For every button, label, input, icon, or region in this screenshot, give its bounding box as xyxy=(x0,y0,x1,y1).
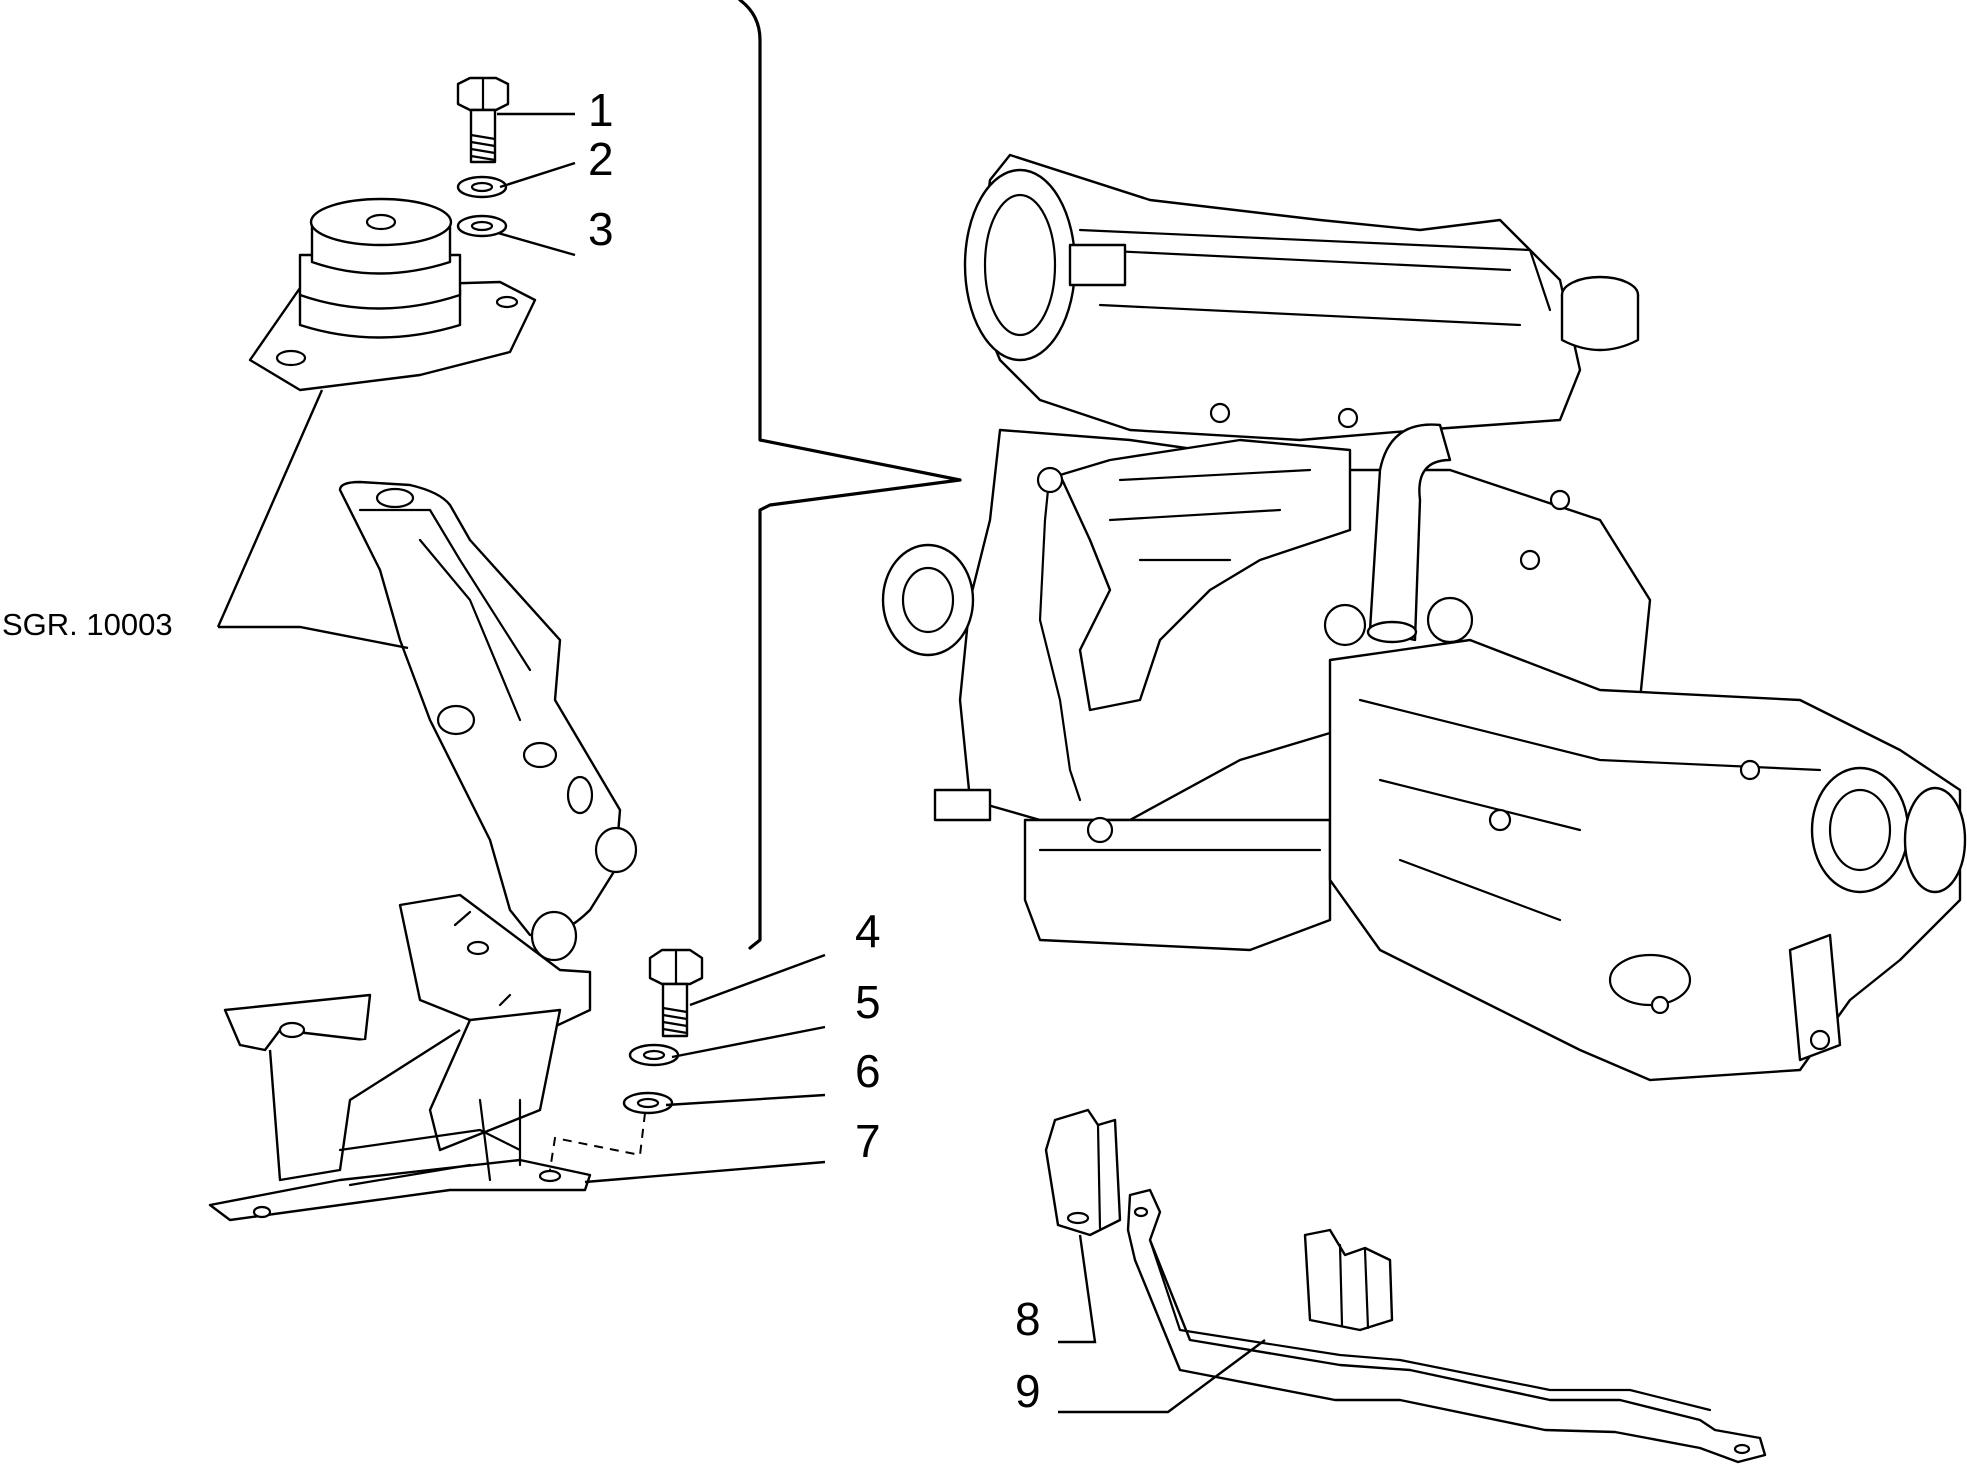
callout-4: 4 xyxy=(855,905,881,957)
group-reference-label: SGR. 10003 xyxy=(2,607,173,642)
callout-6: 6 xyxy=(855,1045,881,1097)
callout-7: 7 xyxy=(855,1115,881,1167)
spring-washer-part-2 xyxy=(456,175,508,199)
support-arm xyxy=(338,480,638,962)
flat-washer-part-3 xyxy=(456,214,508,238)
bolt-part-4 xyxy=(648,948,704,1038)
callout-2: 2 xyxy=(588,133,614,185)
callout-9: 9 xyxy=(1015,1365,1041,1417)
flat-washer-part-6 xyxy=(622,1091,674,1115)
bolt-part-1 xyxy=(456,76,510,164)
callout-5: 5 xyxy=(855,976,881,1028)
engine-gearbox-assembly xyxy=(881,153,1967,1082)
assembly-dashed-line xyxy=(549,1112,646,1171)
callout-8: 8 xyxy=(1015,1293,1041,1345)
rubber-engine-mount xyxy=(248,197,537,392)
stay-rod-part-9 xyxy=(1126,1188,1767,1464)
callout-3: 3 xyxy=(588,203,614,255)
mount-bracket-part-8 xyxy=(1044,1108,1122,1237)
leader-lines xyxy=(216,112,1266,1414)
spring-washer-part-5 xyxy=(628,1043,680,1067)
group-separator-line xyxy=(738,0,962,950)
callout-1: 1 xyxy=(588,84,614,136)
callout-labels: 1 2 3 4 5 6 7 8 9 SGR. 10003 xyxy=(2,84,1041,1417)
